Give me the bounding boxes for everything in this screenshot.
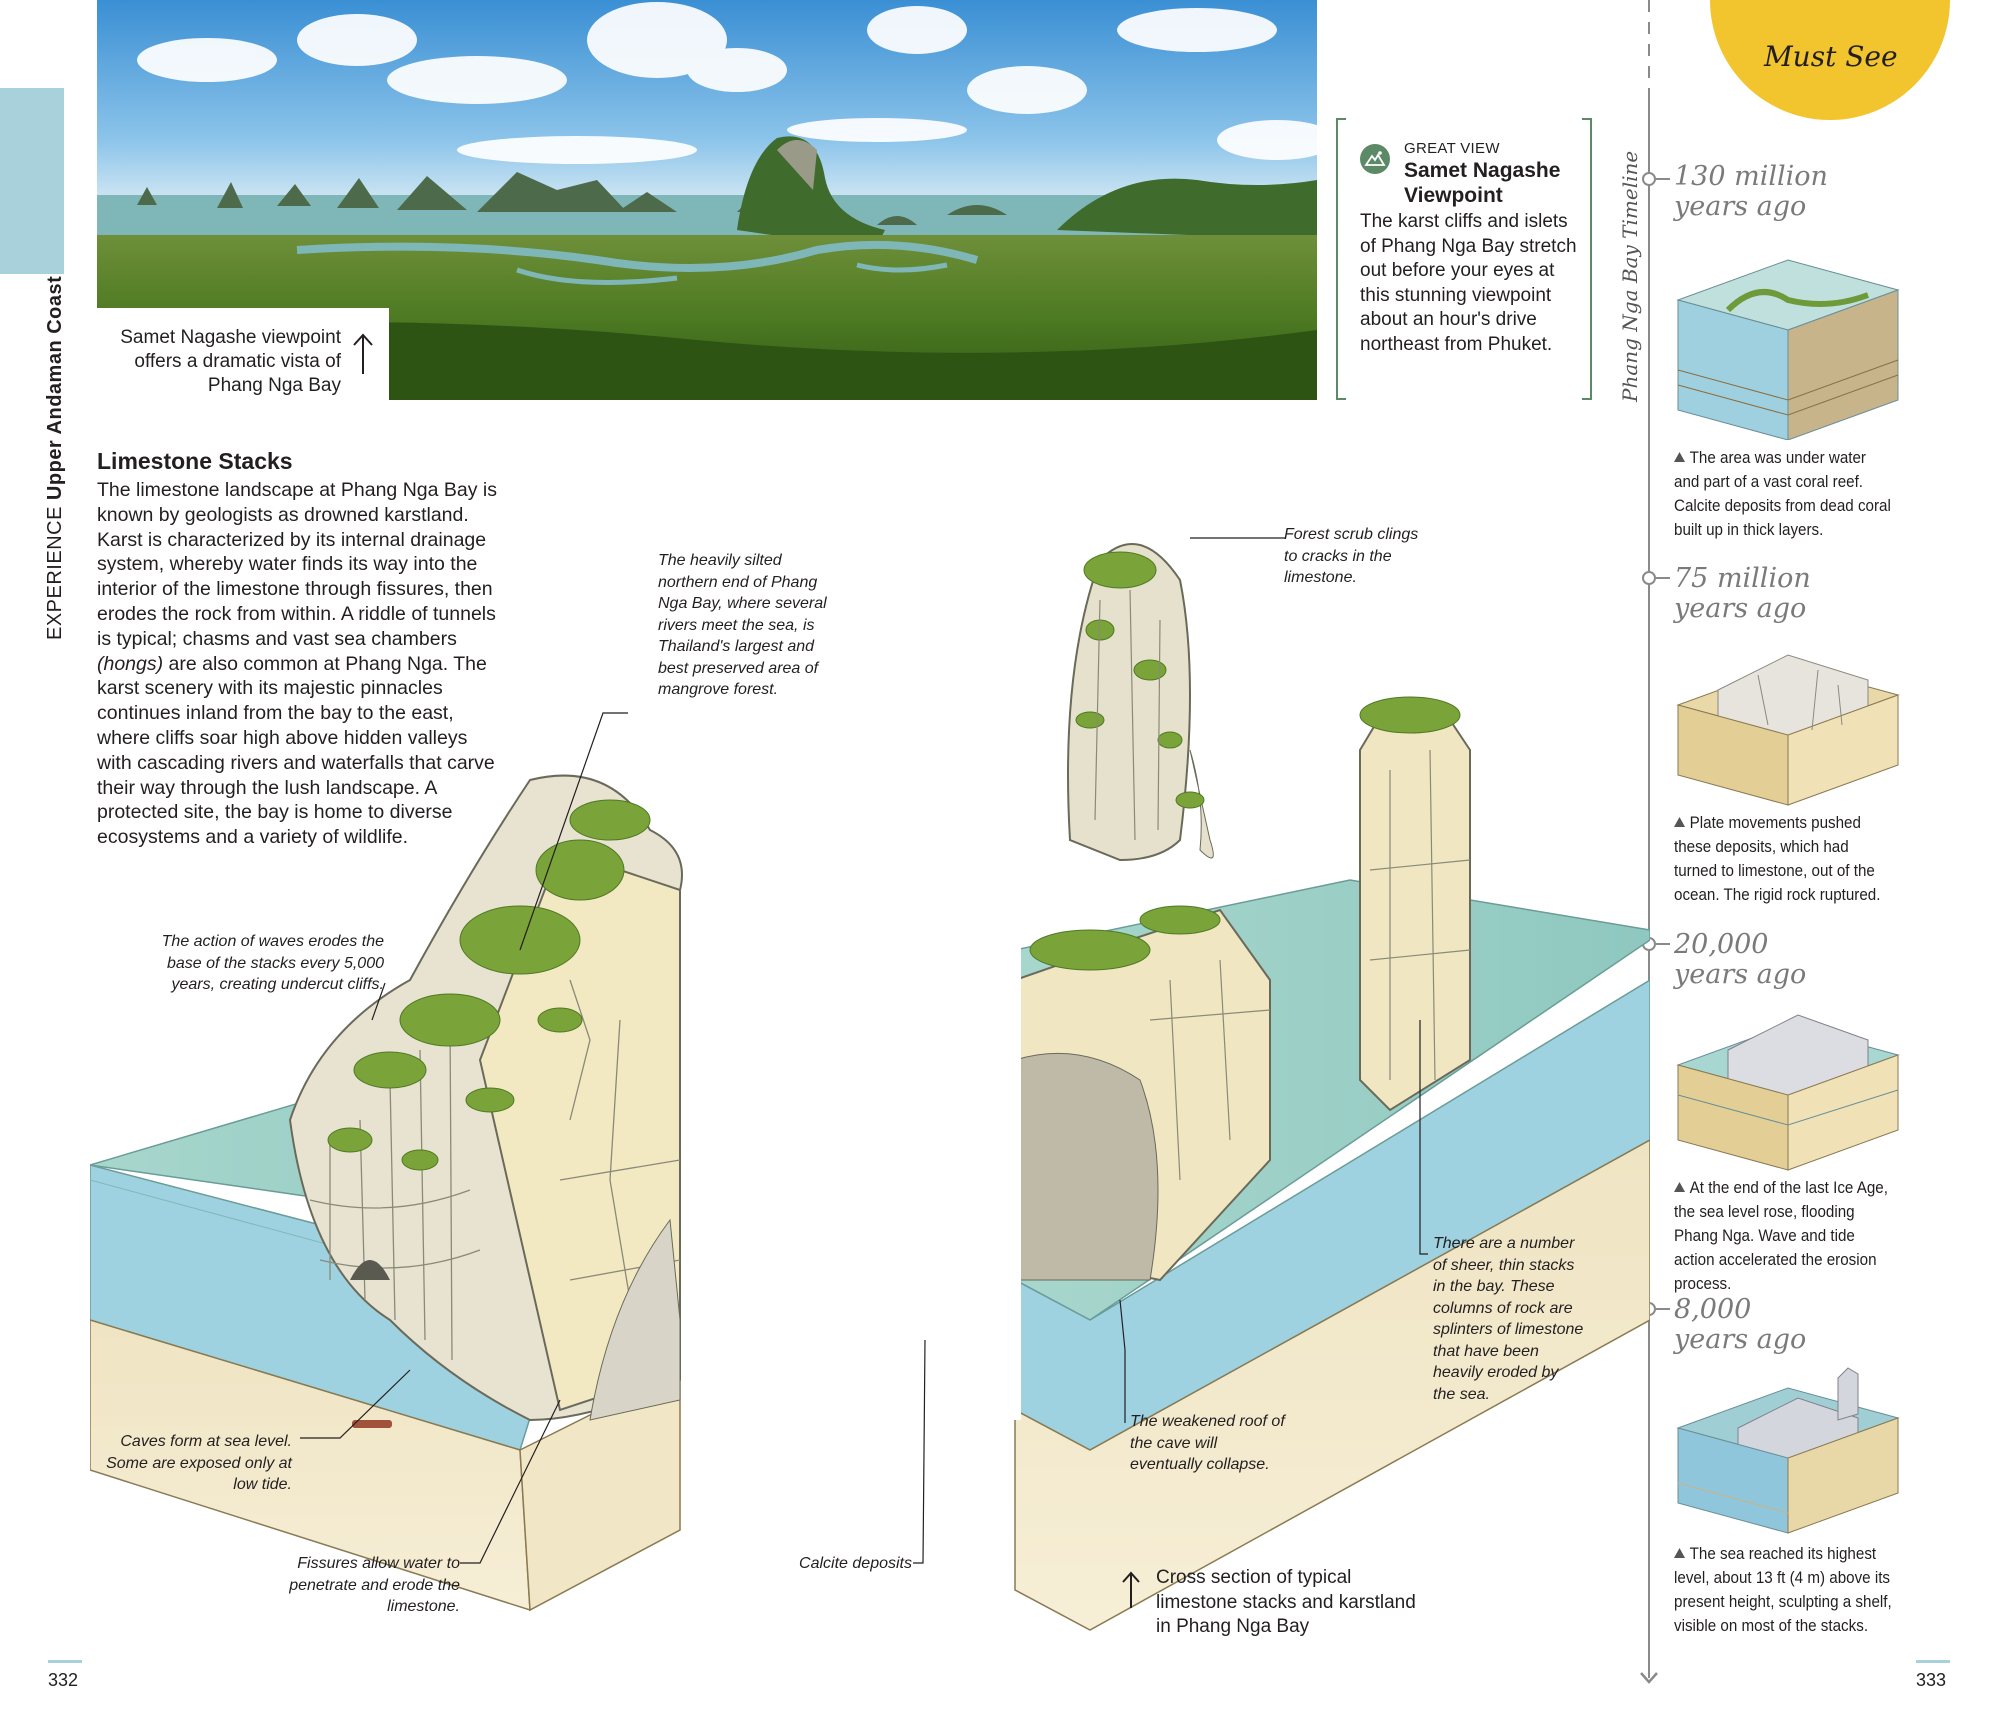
- photo-caption-line: Phang Nga Bay: [207, 375, 341, 396]
- timeline-description: The area was under water and part of a v…: [1674, 449, 1891, 539]
- illustration-caption-line: limestone stacks and karstland: [1156, 1591, 1416, 1613]
- page-number-bar-right: [1916, 1660, 1950, 1663]
- timeline-description: The sea reached its highest level, about…: [1674, 1545, 1892, 1635]
- timeline-block-diagram: [1676, 1367, 1900, 1534]
- arrow-down-icon: [1640, 1672, 1658, 1684]
- triangle-icon: [1674, 1182, 1686, 1192]
- annotation-thin-stacks: There are a number of sheer, thin stacks…: [1433, 1235, 1584, 1403]
- article-text: The limestone landscape at Phang Nga Bay…: [97, 479, 497, 650]
- timeline-description: At the end of the last Ice Age, the sea …: [1674, 1179, 1888, 1293]
- arrow-up-icon: [1122, 1571, 1140, 1608]
- article-heading: Limestone Stacks: [97, 448, 293, 474]
- great-view-body: The karst cliffs and islets of Phang Nga…: [1360, 211, 1577, 355]
- timeline-era-unit: years ago: [1674, 191, 1807, 222]
- annotation-mangrove: The heavily silted northern end of Phang…: [658, 552, 827, 698]
- section-tab: [0, 88, 64, 274]
- annotation-cave-roof: The weakened roof of the cave will event…: [1130, 1413, 1285, 1473]
- timeline-era-value: 75 million: [1674, 563, 1811, 594]
- great-view-box: GREAT VIEW Samet Nagashe Viewpoint The k…: [1336, 118, 1592, 400]
- annotation-waves: The action of waves erodes the base of t…: [161, 933, 384, 993]
- must-see-label: Must See: [1764, 40, 1898, 73]
- great-view-kicker: GREAT VIEW: [1404, 140, 1500, 157]
- photo-caption: Samet Nagashe viewpoint offers a dramati…: [97, 308, 389, 400]
- timeline-tick: [1656, 1308, 1670, 1310]
- timeline-block-diagram: [1676, 259, 1900, 440]
- article-body: The limestone landscape at Phang Nga Bay…: [97, 478, 507, 850]
- illustration-caption-line: in Phang Nga Bay: [1156, 1616, 1310, 1637]
- timeline-era-value: 8,000: [1674, 1294, 1752, 1325]
- triangle-icon: [1674, 817, 1686, 827]
- timeline-tick: [1656, 943, 1670, 945]
- timeline-block-diagram: [1676, 654, 1900, 806]
- timeline-era-value: 130 million: [1674, 161, 1828, 192]
- mountain-view-icon: [1360, 144, 1390, 174]
- running-head-section: EXPERIENCE: [44, 506, 66, 640]
- timeline-dot: [1642, 172, 1656, 186]
- thin-stack: [1359, 696, 1471, 1112]
- timeline-era-unit: years ago: [1674, 593, 1807, 624]
- illustration-caption-text: Cross section of typical limestone stack…: [1156, 1566, 1416, 1640]
- great-view-title: Samet Nagashe Viewpoint: [1404, 159, 1561, 207]
- main-limestone-rock: [288, 774, 683, 1428]
- timeline-line: [1648, 88, 1650, 1678]
- article-text: are also common at Phang Nga. The karst …: [97, 652, 495, 849]
- triangle-icon: [1674, 1548, 1686, 1558]
- arrow-up-icon: [353, 333, 373, 374]
- timeline-tick: [1656, 178, 1670, 180]
- timeline-era-unit: years ago: [1674, 959, 1807, 990]
- tall-pinnacle: [1067, 543, 1214, 862]
- page-number-right: 333: [1916, 1670, 1947, 1690]
- timeline-dot: [1642, 571, 1656, 585]
- running-head-title: Upper Andaman Coast: [44, 275, 66, 501]
- annotation-fissures: Fissures allow water to penetrate and er…: [289, 1555, 460, 1615]
- photo-caption-text: Samet Nagashe viewpoint offers a dramati…: [111, 326, 341, 398]
- annotation-caves: Caves form at sea level. Some are expose…: [106, 1433, 292, 1493]
- page-number-left: 332: [48, 1670, 79, 1690]
- bracket-left: [1336, 118, 1346, 400]
- article-term: (hongs): [97, 652, 164, 675]
- running-head: EXPERIENCE Upper Andaman Coast: [44, 276, 67, 640]
- timeline-text: Plate movements pushed these deposits, w…: [1674, 811, 1895, 907]
- triangle-icon: [1674, 452, 1686, 462]
- annotation-calcite: Calcite deposits: [799, 1555, 912, 1572]
- cave-block: [1014, 905, 1271, 1282]
- bracket-right: [1582, 118, 1592, 400]
- timeline-era-unit: years ago: [1674, 1324, 1807, 1355]
- timeline-tick: [1656, 577, 1670, 579]
- timeline-dashed-line: [1648, 0, 1650, 80]
- timeline-block-diagram: [1676, 1014, 1900, 1171]
- karst-cross-section-illustration: [90, 537, 1650, 1631]
- timeline-title: Phang Nga Bay Timeline: [1618, 150, 1642, 402]
- timeline-text: The area was under water and part of a v…: [1674, 446, 1895, 542]
- timeline-era-value: 20,000: [1674, 929, 1769, 960]
- photo-caption-line: Samet Nagashe viewpoint: [120, 327, 341, 348]
- illustration-caption-line: Cross section of typical: [1156, 1567, 1352, 1588]
- annotation-forest-scrub: Forest scrub clings to cracks in the lim…: [1284, 526, 1419, 586]
- timeline-description: Plate movements pushed these deposits, w…: [1674, 814, 1881, 904]
- page-number-bar-left: [48, 1660, 82, 1663]
- timeline-text: At the end of the last Ice Age, the sea …: [1674, 1176, 1895, 1296]
- timeline-text: The sea reached its highest level, about…: [1674, 1542, 1895, 1638]
- photo-caption-line: offers a dramatic vista of: [134, 351, 341, 372]
